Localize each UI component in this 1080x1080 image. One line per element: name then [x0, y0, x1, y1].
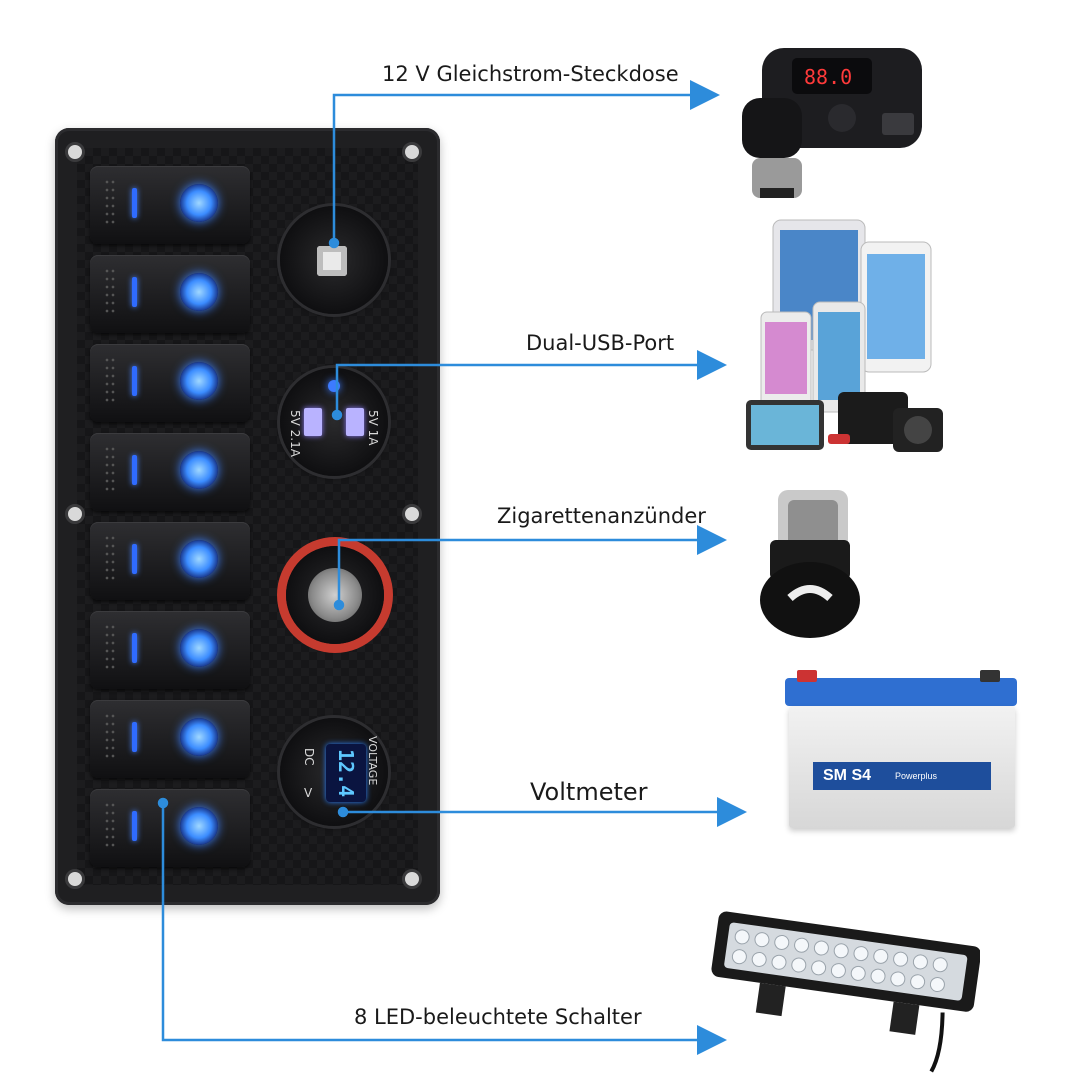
switch-led-ring-icon [180, 362, 218, 400]
dot-switch [157, 797, 169, 809]
lighter-plug-image [760, 490, 860, 638]
screw-icon [402, 142, 422, 162]
rocker-switch-2[interactable] [90, 255, 250, 333]
volt-unit-label: V [304, 786, 313, 800]
usb-left-rating: 5V 2.1A [288, 410, 302, 457]
switch-led-bar-icon [132, 277, 137, 307]
rocker-switch-8[interactable] [90, 789, 250, 867]
rocker-switch-4[interactable] [90, 433, 250, 511]
switch-led-ring-icon [180, 718, 218, 756]
switch-led-bar-icon [132, 633, 137, 663]
lighter-knob [308, 568, 362, 622]
socket-12v-contact [317, 246, 347, 276]
switch-led-ring-icon [180, 629, 218, 667]
label-voltmeter: Voltmeter [530, 778, 648, 806]
usb-port-right [346, 408, 364, 436]
battery-terminal-plus [797, 670, 817, 682]
switch-led-bar-icon [132, 188, 137, 218]
usb-right-rating: 5V 1A [366, 410, 380, 446]
dot-lighter [333, 599, 345, 611]
screw-icon [402, 869, 422, 889]
switch-led-bar-icon [132, 811, 137, 841]
screw-icon [65, 142, 85, 162]
volt-dc-label: DC [302, 748, 316, 766]
switch-led-ring-icon [180, 273, 218, 311]
screw-icon [402, 504, 422, 524]
battery-terminal-minus [980, 670, 1000, 682]
screw-icon [65, 504, 85, 524]
switch-led-bar-icon [132, 544, 137, 574]
battery-image: SM S4 Powerplus [785, 666, 1030, 834]
switch-grip-texture [104, 801, 116, 851]
switch-grip-texture [104, 356, 116, 406]
arrow-lighter [337, 525, 727, 605]
rocker-switch-6[interactable] [90, 611, 250, 689]
car-charger-image: 88.0 [742, 48, 922, 198]
switch-led-ring-icon [180, 807, 218, 845]
switch-led-ring-icon [180, 540, 218, 578]
battery-lid [785, 678, 1017, 706]
screw-icon [65, 869, 85, 889]
switch-grip-texture [104, 445, 116, 495]
label-cigarette-lighter: Zigarettenanzünder [497, 504, 706, 528]
battery-sub: Powerplus [895, 771, 938, 781]
dot-voltmeter [337, 806, 349, 818]
volt-reading: 12.4 [326, 744, 366, 802]
switch-grip-texture [104, 712, 116, 762]
switch-led-bar-icon [132, 722, 137, 752]
volt-label: VOLTAGE [366, 736, 379, 786]
rocker-switch-7[interactable] [90, 700, 250, 778]
battery-brand: SM S4 [823, 767, 872, 784]
battery-label-band: SM S4 Powerplus [813, 762, 991, 790]
dot-usb [331, 409, 343, 421]
switch-grip-texture [104, 267, 116, 317]
dual-usb-port[interactable]: 5V 2.1A 5V 1A [280, 368, 388, 476]
switch-grip-texture [104, 534, 116, 584]
label-12v-socket: 12 V Gleichstrom-Steckdose [382, 62, 679, 86]
label-led-switches: 8 LED-beleuchtete Schalter [354, 1005, 642, 1029]
arrow-12v-socket [332, 80, 720, 243]
label-dual-usb: Dual-USB-Port [526, 331, 675, 355]
led-light-bar-image [711, 911, 980, 1073]
voltmeter-display: 12.4 VOLTAGE DC V [280, 718, 388, 826]
charger-display: 88.0 [804, 65, 852, 89]
switch-led-ring-icon [180, 184, 218, 222]
arrow-led-switches [161, 803, 727, 1055]
devices-image [746, 219, 943, 452]
switch-led-bar-icon [132, 366, 137, 396]
arrow-dual-usb [335, 350, 727, 415]
switch-panel: 5V 2.1A 5V 1A 12.4 VOLTAGE DC V [55, 128, 440, 905]
switch-grip-texture [104, 623, 116, 673]
switch-led-ring-icon [180, 451, 218, 489]
usb-port-left [304, 408, 322, 436]
switch-grip-texture [104, 178, 116, 228]
switch-led-bar-icon [132, 455, 137, 485]
rocker-switch-3[interactable] [90, 344, 250, 422]
rocker-switch-5[interactable] [90, 522, 250, 600]
rocker-switch-1[interactable] [90, 166, 250, 244]
dot-12v [328, 237, 340, 249]
cigarette-lighter[interactable] [286, 546, 384, 644]
